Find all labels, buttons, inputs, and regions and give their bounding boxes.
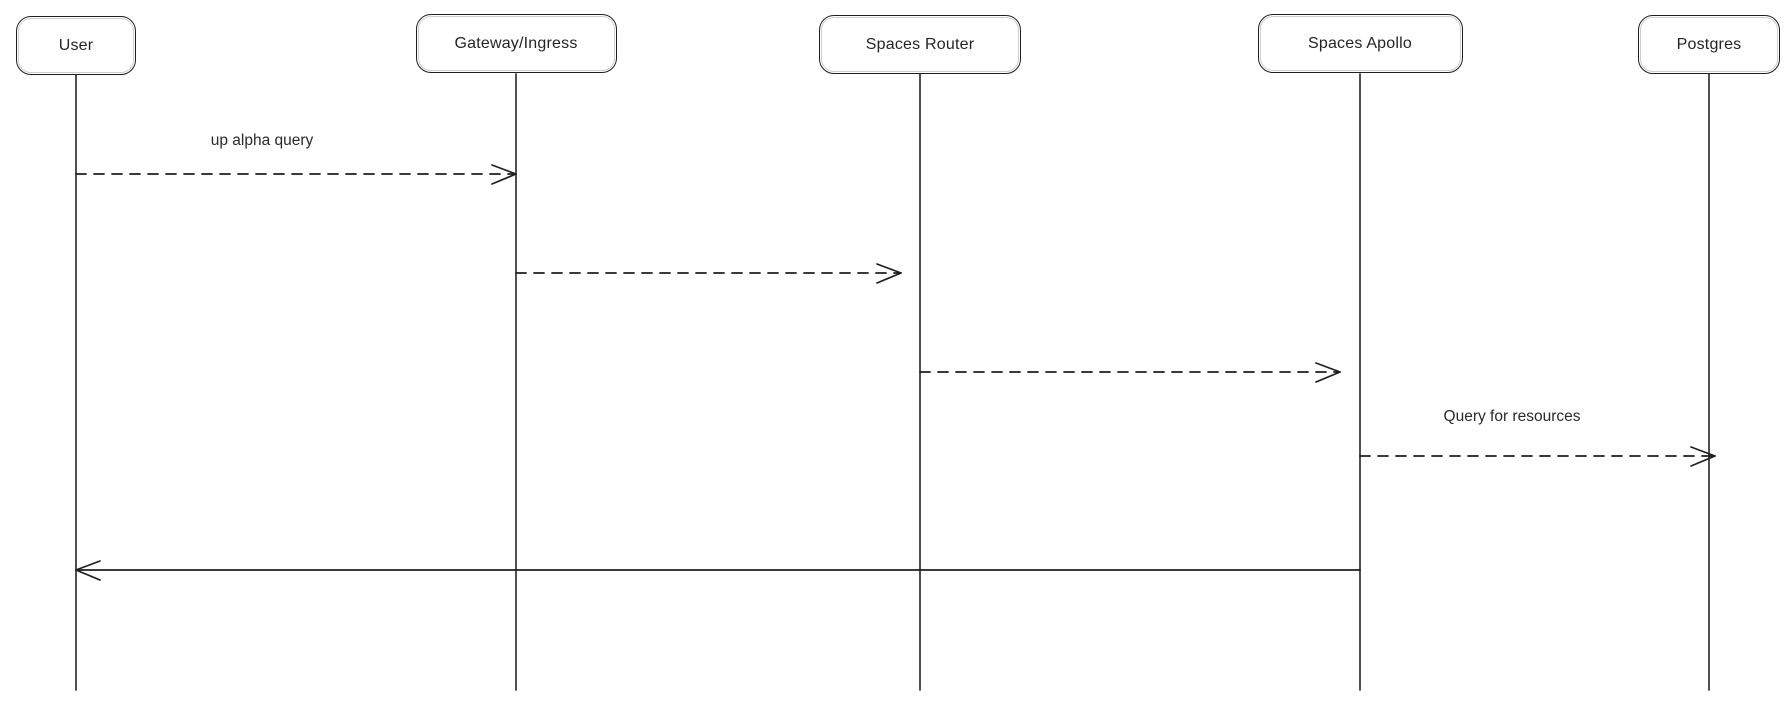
actor-box-spaces-router: Spaces Router: [819, 15, 1021, 74]
message-gateway-ingress-to-spaces-router-arrowhead-icon: [876, 272, 902, 284]
actor-box-postgres: Postgres: [1638, 15, 1780, 74]
actor-box-user: User: [16, 16, 136, 75]
actor-box-gateway-ingress: Gateway/Ingress: [415, 14, 617, 73]
actor-label-spaces-apollo: Spaces Apollo: [1307, 34, 1412, 52]
message-spaces-apollo-to-user-arrowhead-icon: [75, 560, 101, 571]
actor-label-user: User: [58, 36, 94, 54]
message-user-to-gateway-ingress-label: up alpha query: [210, 132, 314, 149]
message-spaces-apollo-to-postgres-arrowhead-icon: [1690, 455, 1716, 467]
actor-box-spaces-apollo: Spaces Apollo: [1257, 14, 1463, 73]
message-user-to-gateway-ingress-arrowhead-icon: [491, 164, 517, 175]
actor-label-postgres: Postgres: [1676, 35, 1742, 53]
message-gateway-ingress-to-spaces-router-arrowhead-icon: [876, 263, 902, 274]
message-spaces-router-to-spaces-apollo-arrowhead-icon: [1315, 371, 1341, 383]
message-spaces-apollo-to-postgres-label: Query for resources: [1443, 408, 1581, 425]
message-spaces-apollo-to-postgres-arrowhead-icon: [1690, 446, 1716, 457]
actor-label-spaces-router: Spaces Router: [865, 35, 975, 53]
message-spaces-apollo-to-user-arrowhead-icon: [75, 569, 101, 581]
message-user-to-gateway-ingress-arrowhead-icon: [491, 173, 517, 185]
actor-label-gateway-ingress: Gateway/Ingress: [454, 34, 578, 52]
message-spaces-router-to-spaces-apollo-arrowhead-icon: [1315, 362, 1341, 373]
